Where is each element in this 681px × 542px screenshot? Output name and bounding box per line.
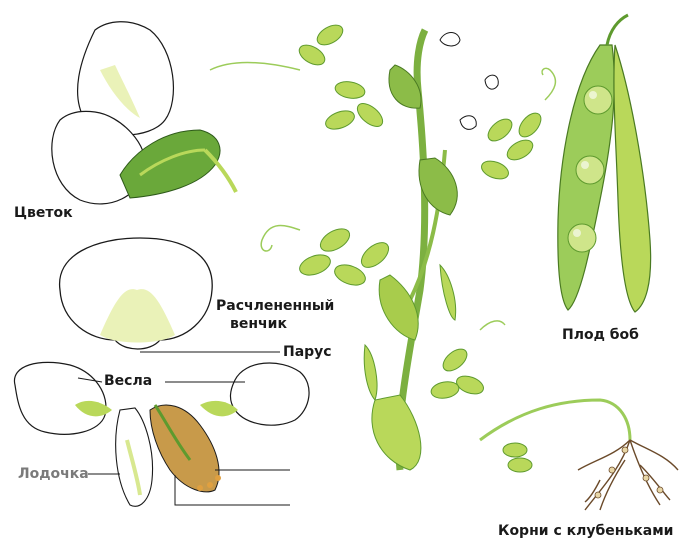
label-corolla-line2: венчик xyxy=(230,316,287,332)
root-nodule xyxy=(595,492,601,498)
root xyxy=(585,480,600,502)
small-flower xyxy=(460,116,476,130)
base-stipule xyxy=(372,395,421,470)
anther xyxy=(197,485,203,491)
pea-seed xyxy=(576,156,604,184)
root xyxy=(630,440,660,505)
tendril xyxy=(480,321,505,330)
root-nodule xyxy=(609,467,615,473)
leaflet xyxy=(353,99,386,131)
leaflet xyxy=(479,158,511,183)
anther xyxy=(207,482,213,488)
small-flower xyxy=(485,75,498,89)
label-keel: Лодочка xyxy=(18,466,89,482)
keel-petal xyxy=(116,408,153,506)
leaflet xyxy=(504,136,536,164)
leaflet xyxy=(430,380,460,401)
root-stem xyxy=(480,400,630,440)
tendril xyxy=(261,226,300,251)
leaflet xyxy=(323,107,357,132)
label-fruit: Плод боб xyxy=(562,327,639,343)
label-roots: Корни с клубеньками xyxy=(498,523,674,539)
tendril xyxy=(210,63,300,71)
mid-stipule xyxy=(379,275,418,340)
leaflet xyxy=(297,251,333,279)
young-pod xyxy=(364,345,377,400)
leaflet xyxy=(314,21,346,49)
label-wings: Весла xyxy=(104,373,152,389)
leaflet xyxy=(357,238,393,272)
pea-seed xyxy=(584,86,612,114)
pea-pod-drawing xyxy=(558,15,651,312)
anther xyxy=(215,475,221,481)
right-wing-petal xyxy=(230,363,309,425)
pod-right-valve xyxy=(614,45,651,312)
root-nodule xyxy=(657,487,663,493)
leaflet xyxy=(454,373,486,398)
leaflet xyxy=(515,109,545,141)
root-nodule xyxy=(622,447,628,453)
root xyxy=(640,465,670,500)
young-pod xyxy=(440,265,456,320)
pod-stalk xyxy=(607,15,628,45)
root xyxy=(630,440,678,470)
pea-seed xyxy=(568,224,596,252)
left-wing-petal xyxy=(14,362,106,434)
leaflet xyxy=(439,345,471,375)
label-sail: Парус xyxy=(283,344,332,360)
leaflet xyxy=(317,224,354,256)
label-flower: Цветок xyxy=(14,205,73,221)
root-nodule xyxy=(643,475,649,481)
flower-drawing xyxy=(52,22,236,204)
small-flower xyxy=(440,33,460,47)
tendril xyxy=(542,68,555,100)
leaflet xyxy=(334,80,366,101)
stamen-bundle xyxy=(150,405,219,492)
leaflet xyxy=(484,115,516,145)
leaflet xyxy=(508,458,532,472)
label-corolla-line1: Расчлененный xyxy=(216,298,334,314)
leaflet xyxy=(503,443,527,457)
